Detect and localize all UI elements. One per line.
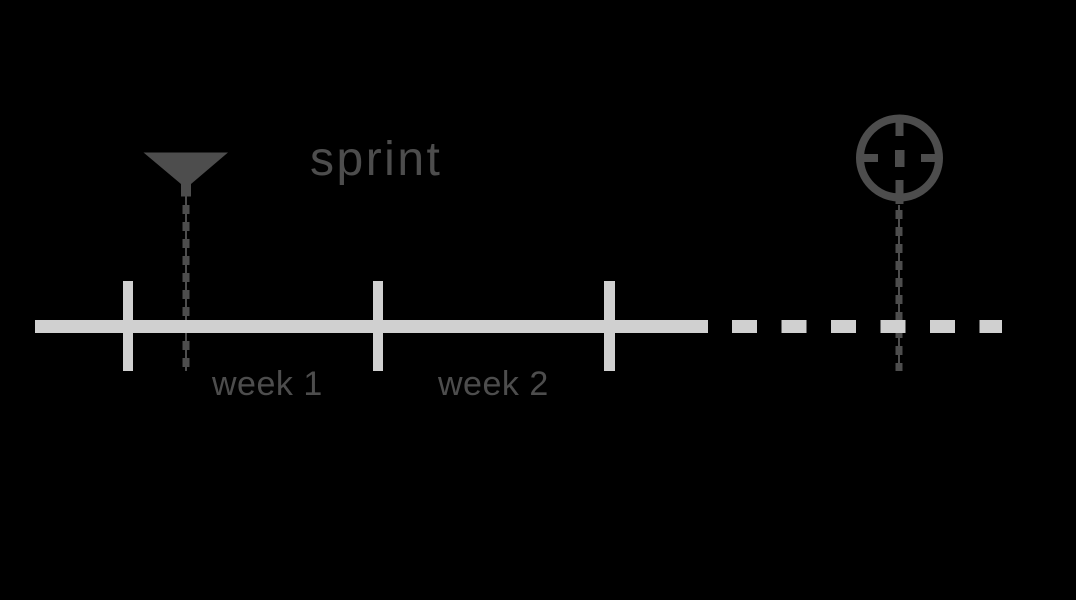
- week-1-label: week 1: [212, 365, 323, 403]
- target-center-dot: [895, 150, 905, 167]
- funnel-triangle-icon: [143, 152, 228, 197]
- timeline-tick-2: [373, 281, 383, 371]
- timeline-tick-1: [123, 281, 133, 371]
- timeline-tick-3: [604, 281, 615, 371]
- week-2-label: week 2: [438, 365, 549, 403]
- crosshair-target-icon: [856, 114, 943, 204]
- sprint-label: sprint: [310, 133, 443, 186]
